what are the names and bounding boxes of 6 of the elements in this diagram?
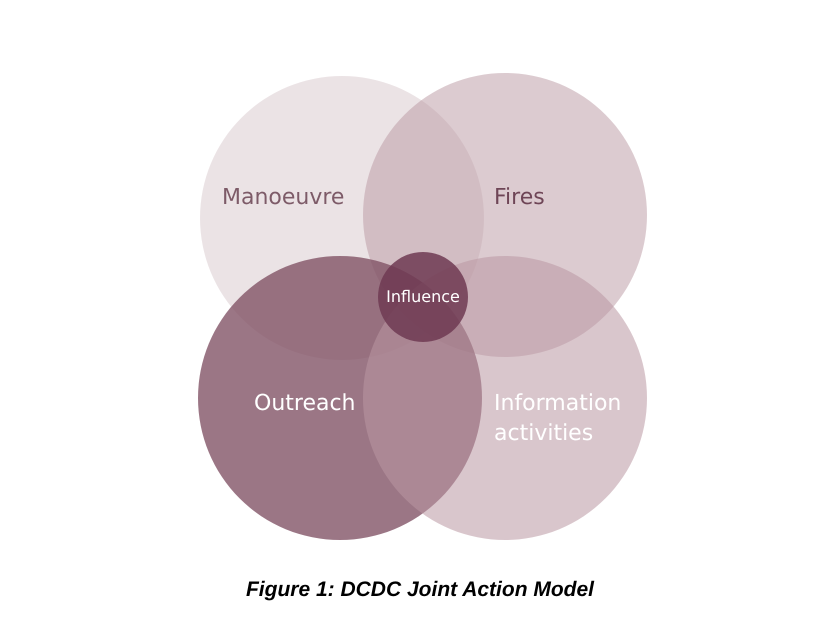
circle-label: Information activities [494, 390, 622, 448]
circle-label: Outreach [254, 390, 356, 418]
circle-label: Fires [494, 184, 545, 212]
figure-caption: Figure 1: DCDC Joint Action Model [244, 578, 596, 602]
circle-label: Influence [385, 286, 461, 308]
circle-label: Manoeuvre [222, 184, 344, 212]
